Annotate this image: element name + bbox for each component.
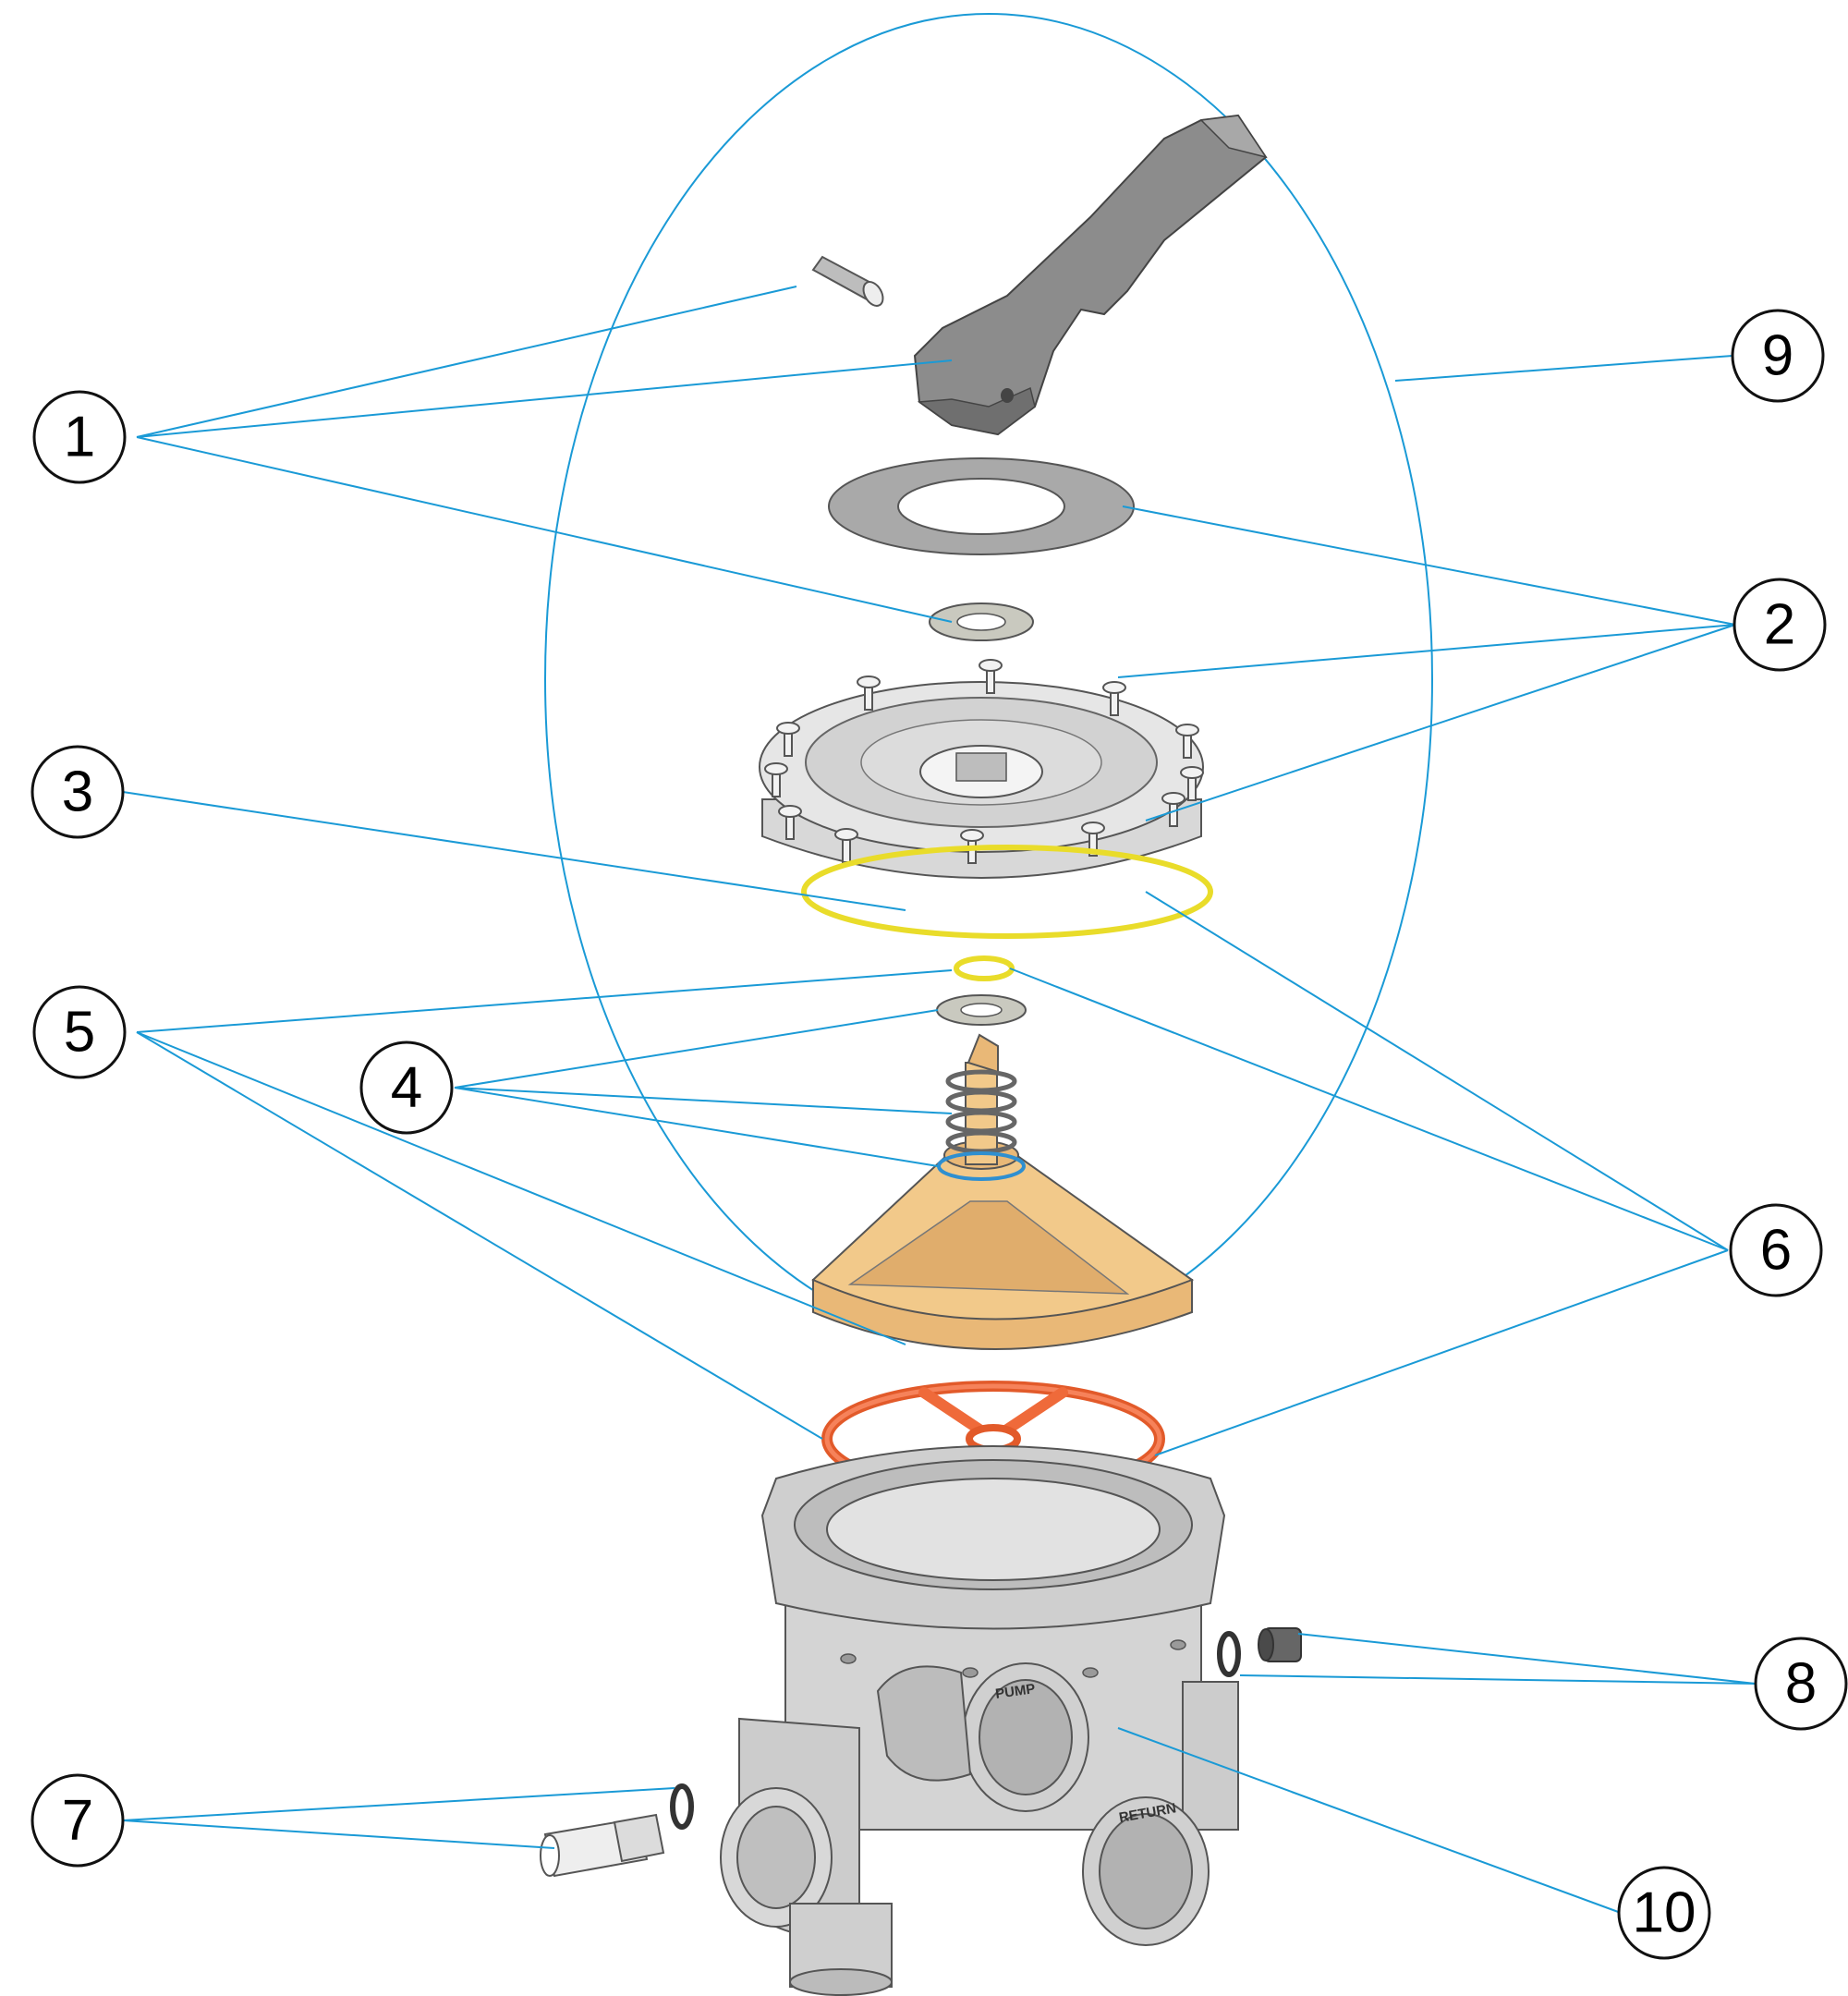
callout-4: 4 — [359, 1041, 454, 1135]
drain-plug-o-ring-part — [670, 1783, 694, 1830]
leader-lines — [122, 286, 1757, 1914]
callout-10: 10 — [1617, 1866, 1711, 1960]
callout-6-label: 6 — [1760, 1219, 1792, 1283]
port-plug-part — [1258, 1627, 1302, 1662]
pump-port-label: PUMP — [994, 1681, 1036, 1702]
callout-1: 1 — [32, 390, 127, 484]
callout-10-label: 10 — [1633, 1881, 1696, 1945]
callout-1-label: 1 — [64, 406, 95, 469]
callout-8: 8 — [1754, 1637, 1848, 1731]
callout-8-label: 8 — [1785, 1652, 1817, 1716]
cover-o-ring-part — [801, 845, 1213, 939]
small-washer-part — [929, 602, 1034, 641]
callout-4-label: 4 — [391, 1056, 422, 1120]
callout-3-label: 3 — [62, 761, 93, 824]
handle-part — [913, 114, 1268, 436]
small-o-ring-part — [954, 955, 1015, 981]
valve-body-part: PUMP RETURN — [720, 1445, 1239, 1996]
callout-2: 2 — [1732, 578, 1827, 672]
callout-5-label: 5 — [64, 1001, 95, 1065]
callout-7: 7 — [30, 1773, 125, 1868]
callout-9: 9 — [1731, 309, 1825, 403]
cover-gasket-part — [828, 457, 1135, 555]
spring-washer-part — [936, 994, 1027, 1026]
callout-9-label: 9 — [1762, 324, 1793, 388]
callout-2-label: 2 — [1764, 593, 1795, 657]
valve-cover-part — [759, 659, 1204, 879]
callout-6: 6 — [1729, 1203, 1823, 1297]
pin-part — [811, 255, 884, 307]
callout-3: 3 — [30, 745, 125, 839]
callout-5: 5 — [32, 985, 127, 1079]
callout-7-label: 7 — [62, 1789, 93, 1853]
rotor-part — [811, 1033, 1195, 1350]
drain-plug-part — [540, 1813, 665, 1878]
port-plug-o-ring-part — [1217, 1631, 1241, 1677]
